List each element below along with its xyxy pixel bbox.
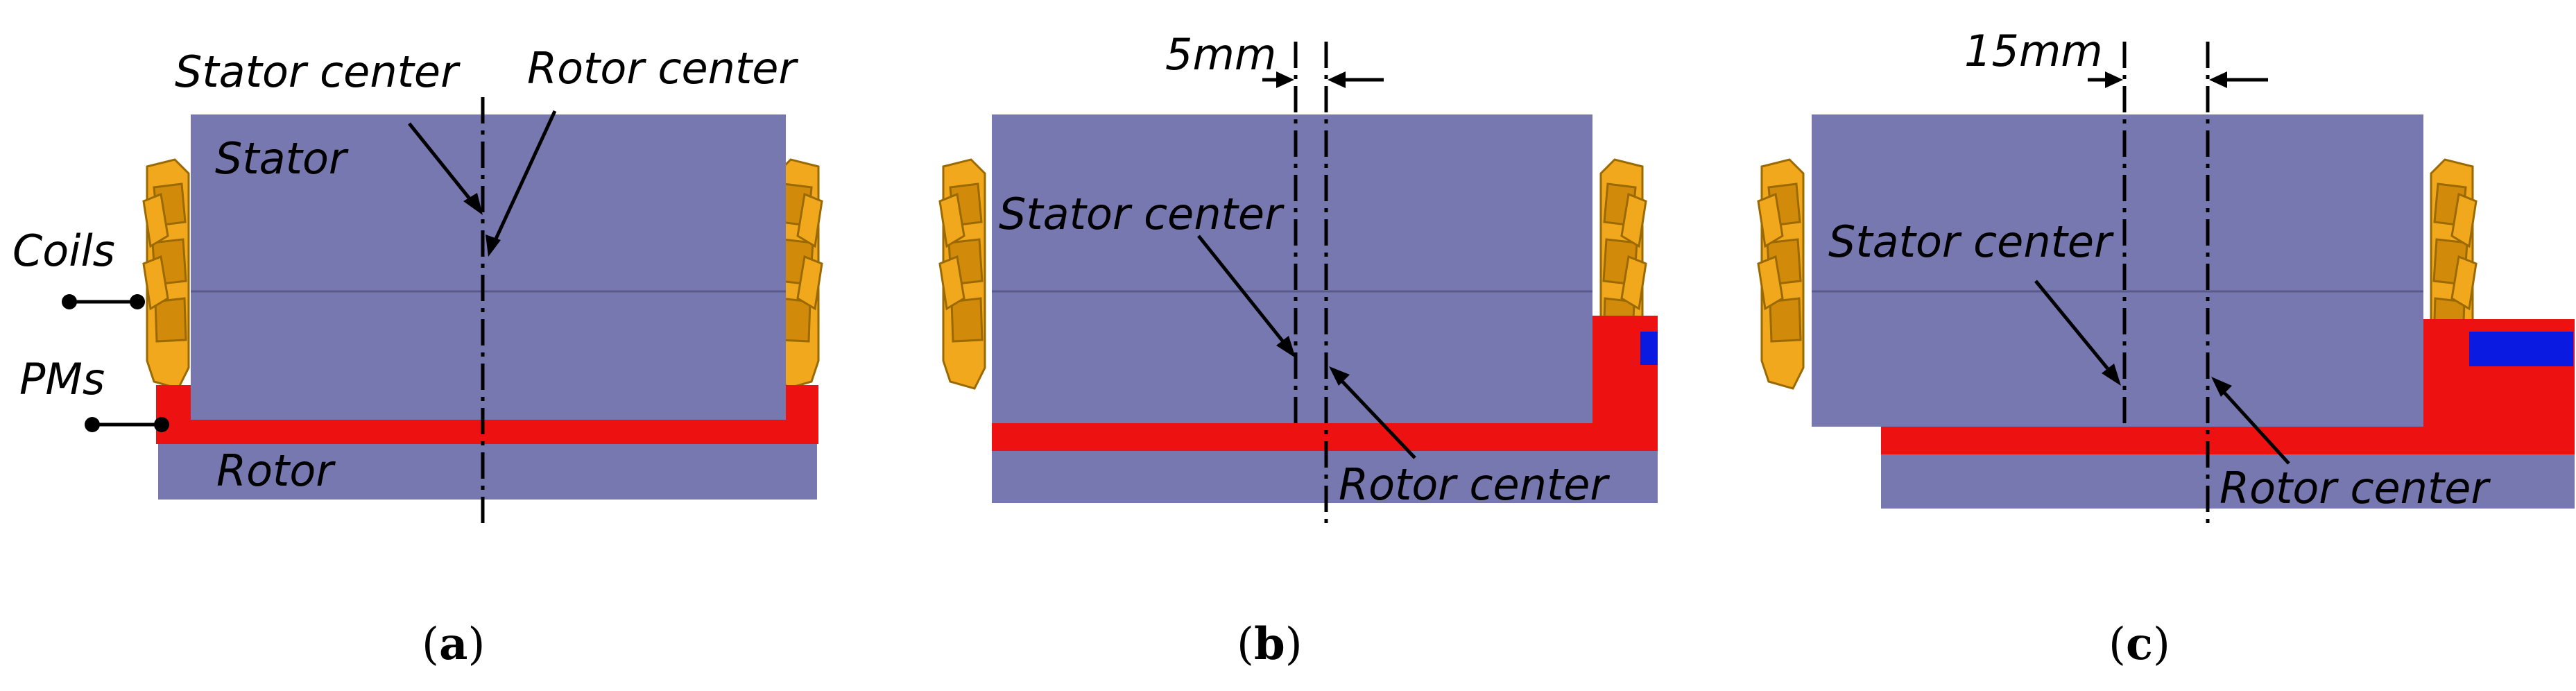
pms-pointer-dot-start	[85, 417, 100, 432]
pm-blue-segment	[1640, 332, 1658, 365]
label-stator-center: Stator center	[999, 189, 1285, 239]
coils-pointer-dot-end	[130, 294, 145, 309]
label-rotor-center: Rotor center	[1339, 459, 1610, 510]
label-pms: PMs	[19, 354, 105, 404]
offset-arrowhead-left	[1276, 71, 1294, 88]
label-rotor-center: Rotor center	[2219, 463, 2491, 513]
coils-pointer-dot-start	[62, 294, 77, 309]
rotor-center-arrow	[490, 110, 557, 248]
rotor-center-arrowhead	[486, 234, 501, 257]
stator-center-arrow	[408, 122, 479, 210]
label-rotor: Rotor	[216, 445, 336, 496]
coils-left	[1757, 158, 1805, 390]
rotor-block	[158, 444, 817, 500]
caption-c: (c)	[2109, 618, 2170, 670]
coils-left	[938, 158, 986, 390]
panel-c: 15mm Stator center Rotor center (c)	[1757, 26, 2575, 670]
panel-a: Stator center Rotor center Stator Coils …	[12, 43, 823, 670]
caption-b: (b)	[1237, 618, 1303, 670]
stator-center-arrowhead	[2102, 364, 2121, 386]
label-offset: 15mm	[1964, 26, 2103, 76]
label-stator: Stator	[215, 133, 349, 184]
label-stator-center: Stator center	[175, 46, 461, 97]
stator-block	[992, 114, 1592, 423]
stator-block	[191, 114, 786, 420]
panel-b: 5mm Stator center Rotor center (b)	[938, 29, 1658, 670]
label-rotor-center: Rotor center	[527, 43, 798, 94]
offset-arrowhead-right	[1328, 71, 1346, 88]
offset-arrowhead-left	[2105, 71, 2123, 88]
pm-blue-segment	[2469, 332, 2573, 366]
rotor-center-arrowhead	[1329, 366, 1350, 386]
label-offset: 5mm	[1165, 29, 1276, 80]
stator-center-arrowhead	[1276, 336, 1296, 358]
pms-pointer-dot-end	[154, 417, 169, 432]
rotor-center-arrowhead	[2211, 377, 2232, 397]
label-stator-center: Stator center	[1828, 216, 2114, 267]
coils-left	[142, 158, 190, 390]
label-coils: Coils	[12, 225, 115, 276]
offset-arrowhead-right	[2209, 71, 2227, 88]
rotor-center-arrow	[2216, 384, 2290, 465]
stator-center-arrowhead	[463, 193, 483, 215]
caption-a: (a)	[422, 618, 485, 670]
stator-center-arrow	[2034, 280, 2117, 379]
stator-center-arrow	[1197, 234, 1291, 352]
rotor-center-arrow	[1334, 373, 1416, 459]
rotor-block	[1881, 454, 2575, 509]
